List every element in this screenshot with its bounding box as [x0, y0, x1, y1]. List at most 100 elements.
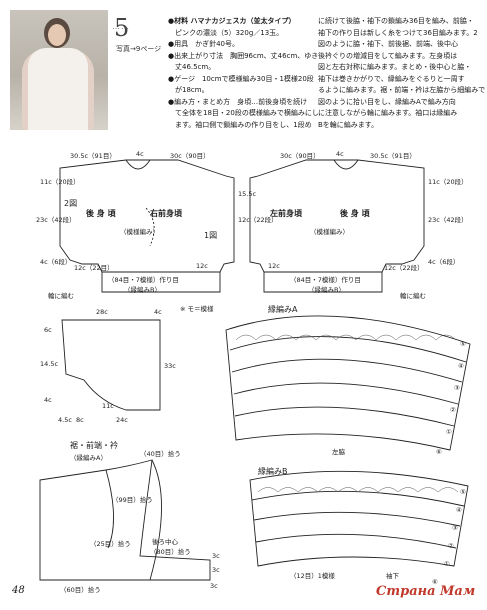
dim-label: 4c	[44, 396, 52, 404]
chart-a-scallops	[235, 334, 457, 341]
dim-label: 33c	[164, 362, 176, 370]
row-mark: ③	[454, 384, 460, 392]
chart-b-scallops	[257, 487, 459, 493]
fig-label: 1図	[204, 231, 218, 240]
symbol-note: ※ モ＝模様	[180, 305, 214, 313]
model-photo	[10, 10, 108, 130]
dim-label: 12c	[196, 262, 208, 270]
watermark: Страна Мам	[376, 584, 476, 599]
materials-line: ます。袖口側で鎖編みの作り目をし、1段め	[168, 120, 312, 129]
collar-curve	[149, 459, 162, 581]
pickup-label: （60目）拾う	[60, 586, 101, 594]
row-mark: ②	[448, 542, 454, 550]
dim-label: 3c	[212, 552, 220, 560]
row-mark: ⑤	[460, 340, 466, 348]
title-dots: ……	[112, 22, 130, 31]
dim-label: 30.5c（91目）	[370, 152, 416, 160]
instructions-block: に続けて後脇・袖下の鎖編み36目を編み、前脇・ 袖下の作り目は新しく糸をつけて3…	[318, 16, 485, 131]
chart-a-title: 縁編みA	[268, 305, 298, 314]
pattern-label: （模様編み）	[120, 228, 159, 236]
right-body-neck	[125, 159, 151, 170]
chart-b-outline	[249, 470, 469, 567]
cuff-note: 輪に編む	[48, 292, 74, 300]
right-body-fold	[145, 207, 155, 247]
back-body-label: 後 身 頃	[340, 209, 370, 218]
materials-line: て全体を18目・20段の模様編みで横編みにし	[168, 109, 319, 117]
pickup-label: （40目）拾う	[140, 450, 181, 458]
instruction-line: Bを輪に編みます。	[318, 120, 379, 129]
pickup-label: （99目）拾う	[112, 496, 153, 504]
materials-line: ●材料 ハマナカジェスカ（並太タイプ）	[168, 17, 296, 25]
row-mark: ⑥	[432, 578, 438, 586]
materials-line: ●用具 かぎ針40号。	[168, 40, 240, 48]
instruction-line: 袖下は巻きかがりで、縁編みをぐるりと一周す	[318, 74, 465, 83]
back-body-label: 後 身 頃	[86, 209, 116, 218]
dim-label: 30.5c（91目）	[70, 152, 116, 160]
dim-label: 4c	[336, 150, 344, 158]
chart-b-title: 縁編みB	[258, 467, 288, 476]
left-body-hem	[263, 272, 383, 293]
chart-a-arc-3	[233, 382, 459, 405]
hem-inner	[105, 469, 114, 549]
dim-label: 24c	[116, 416, 128, 424]
dim-label: （84目・7模様）作り目	[290, 276, 361, 284]
row-mark: ①	[444, 560, 450, 568]
dim-label: 11c（20段）	[428, 178, 468, 186]
chart-a-arc-4	[234, 406, 455, 427]
materials-line: ●ゲージ 10cmで模様編み30目・1模様20段	[168, 74, 314, 83]
dim-label: 12c（22段）	[384, 264, 424, 272]
chart-b-arc-2	[253, 511, 461, 527]
front-body-label: 左前身頃	[270, 209, 302, 218]
dim-label: 6c	[44, 326, 52, 334]
chart-a-outline	[225, 315, 471, 451]
dim-label: 12c（22段）	[238, 216, 278, 224]
chart-a-side-label: 左脇	[332, 448, 345, 456]
materials-line: ピンクの濃淡（5）320g／13玉。	[168, 28, 284, 37]
chart-b-arc-1	[251, 490, 465, 507]
dim-label: 4c	[154, 308, 162, 316]
front-body-label: 右前身頃	[150, 209, 182, 218]
row-mark: ⑤	[460, 488, 466, 496]
dim-label: 14.5c	[40, 360, 59, 368]
row-mark: ⑥	[436, 448, 442, 456]
dim-label: （84目・7模様）作り目	[108, 276, 179, 284]
dim-label: 4c（6段）	[40, 258, 72, 266]
dim-label: 23c（42段）	[36, 216, 76, 224]
instruction-line: 図のように拾い目をし、縁編みAで編み方向	[318, 97, 456, 106]
row-mark: ④	[456, 506, 462, 514]
row-mark: ④	[458, 362, 464, 370]
chart-b-sleeve-under: 袖下	[386, 572, 399, 580]
instruction-line: 袖下の作り目は新しく糸をつけて36目編みます。2	[318, 28, 478, 37]
instruction-line: るように編みます。裾・前端・衿は左脇から細編みで	[318, 86, 486, 94]
num-mark: 2図	[64, 199, 78, 208]
edging-label: （縁編みB）	[124, 286, 161, 294]
dim-label: 11c（20段）	[40, 178, 80, 186]
materials-line: ●編み方・まとめ方 身頃…前後身頃を続け	[168, 97, 308, 106]
dim-label: 4c	[136, 150, 144, 158]
row-mark: ①	[446, 428, 452, 436]
chart-a-arc-2	[231, 358, 463, 383]
dim-label: 15.5c	[238, 190, 257, 198]
sleeve-outline	[61, 319, 161, 411]
dim-label: 3c	[212, 566, 220, 574]
dim-label: 23c（42段）	[428, 216, 468, 224]
hem-title: 裾・前端・衿	[70, 441, 118, 450]
dim-label: 30c（90目）	[170, 152, 210, 160]
chart-a-arc-1	[229, 336, 467, 363]
dim-label: 4c（6段）	[428, 258, 460, 266]
materials-block: ●材料 ハマナカジェスカ（並太タイプ） ピンクの濃淡（5）320g／13玉。 ●…	[168, 16, 319, 131]
back-center-label: 後ろ中心	[152, 538, 178, 546]
row-mark: ②	[450, 406, 456, 414]
materials-line: 丈46.5cm。	[168, 63, 216, 71]
pattern-number: 5	[114, 14, 130, 42]
hem-outline	[39, 459, 211, 581]
left-body-outline	[249, 159, 425, 273]
photo-reference: 写真→9ページ	[116, 45, 162, 53]
chart-b-base: （12目）1模様	[290, 572, 335, 580]
dim-label: 12c（22目）	[74, 264, 114, 272]
right-body-hem	[101, 272, 221, 293]
pickup-label: （80目）拾う	[150, 548, 191, 556]
instruction-line: に注意しながら輪に編みます。袖口は縁編み	[318, 109, 458, 117]
dim-label: 3c	[210, 582, 218, 590]
pattern-label: （模様編み）	[310, 228, 349, 236]
